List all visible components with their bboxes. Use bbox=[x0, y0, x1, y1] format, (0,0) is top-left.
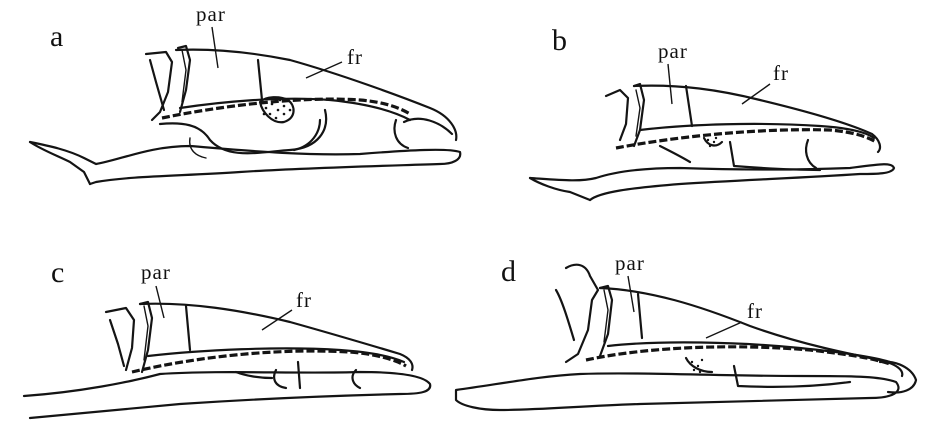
fr-label-c: fr bbox=[296, 288, 312, 312]
skull-outline-b bbox=[530, 84, 894, 200]
panel-d: d par fr bbox=[456, 251, 916, 410]
fr-label-a: fr bbox=[347, 45, 363, 69]
par-label-d: par bbox=[615, 251, 645, 275]
panel-a: a par fr bbox=[30, 2, 460, 184]
fr-label-b: fr bbox=[773, 61, 789, 85]
panel-c: c par fr bbox=[24, 256, 430, 418]
par-leader-b bbox=[668, 64, 672, 104]
skull-outline-a bbox=[30, 46, 460, 184]
par-leader-c bbox=[156, 286, 164, 318]
par-label-b: par bbox=[658, 39, 688, 63]
skull-outline-d bbox=[456, 265, 916, 410]
par-label-a: par bbox=[196, 2, 226, 26]
panel-b: b par fr bbox=[530, 24, 894, 200]
panel-letter-a: a bbox=[50, 20, 63, 53]
panel-letter-b: b bbox=[552, 24, 567, 57]
fr-label-d: fr bbox=[747, 299, 763, 323]
fr-leader-d bbox=[706, 322, 742, 338]
panel-letter-c: c bbox=[51, 256, 64, 289]
par-leader-d bbox=[628, 276, 634, 312]
skull-outline-c bbox=[24, 302, 430, 418]
panel-letter-d: d bbox=[501, 255, 516, 288]
par-leader-a bbox=[212, 27, 218, 68]
par-label-c: par bbox=[141, 260, 171, 284]
